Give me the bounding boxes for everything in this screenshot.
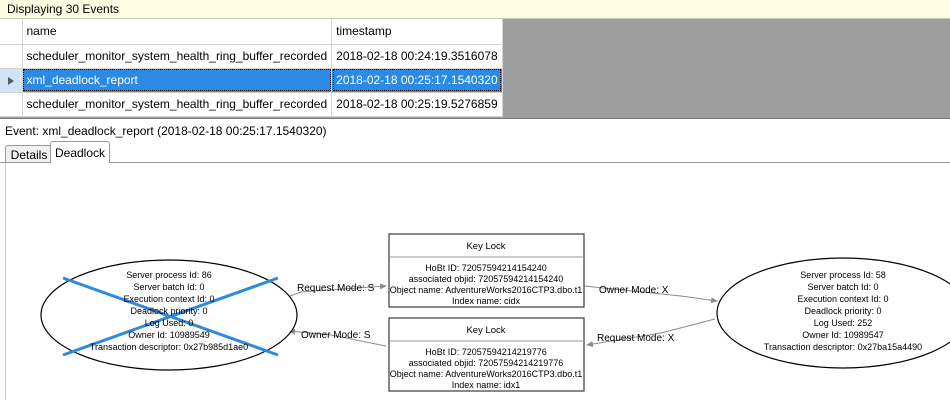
events-table: name timestamp scheduler_monitor_system_… [0, 19, 503, 117]
tab-details[interactable]: Details [5, 145, 53, 163]
edge-left-owner-bottom: Owner Mode: S [288, 328, 387, 347]
cell-name[interactable]: scheduler_monitor_system_health_ring_buf… [22, 92, 333, 117]
process-left-line-2: Execution context Id: 0 [123, 294, 214, 304]
edge-label-right-request-bottom: Request Mode: X [597, 333, 675, 344]
event-detail-header: Event: xml_deadlock_report (2018-02-18 0… [0, 120, 950, 141]
edge-label-left-owner-bottom: Owner Mode: S [301, 330, 371, 341]
key-lock-bottom-line-3: Index name: idx1 [452, 380, 521, 390]
deadlock-graph-canvas[interactable]: Request Mode: S Owner Mode: X Owner Mode… [5, 163, 950, 400]
cell-name[interactable]: xml_deadlock_report [22, 68, 333, 93]
process-right-line-0: Server process Id: 58 [800, 270, 886, 280]
tab-deadlock[interactable]: Deadlock [50, 141, 110, 163]
process-left-line-1: Server batch Id: 0 [133, 282, 204, 292]
process-node-left[interactable]: Server process Id: 86 Server batch Id: 0… [40, 259, 298, 371]
key-lock-bottom-line-0: HoBt ID: 72057594214219776 [425, 347, 547, 357]
cell-timestamp[interactable]: 2018-02-18 00:24:19.3516078 [331, 44, 503, 69]
process-right-line-4: Log Used: 252 [814, 318, 873, 328]
row-arrow-icon [7, 76, 14, 85]
key-lock-top-line-0: HoBt ID: 72057594214154240 [425, 263, 547, 273]
deadlock-graph-panel[interactable]: Request Mode: S Owner Mode: X Owner Mode… [0, 162, 950, 400]
column-header-timestamp[interactable]: timestamp [331, 19, 503, 45]
process-left-line-4: Log Used: 0 [145, 318, 194, 328]
events-grid[interactable]: name timestamp scheduler_monitor_system_… [0, 19, 950, 119]
cell-timestamp[interactable]: 2018-02-18 00:25:17.1540320 [331, 68, 503, 93]
deadlock-graph-svg: Request Mode: S Owner Mode: X Owner Mode… [40, 233, 950, 392]
detail-tabstrip: Details Deadlock [0, 141, 950, 163]
key-lock-bottom-line-2: Object name: AdventureWorks2016CTP3.dbo.… [390, 369, 582, 379]
table-row[interactable]: xml_deadlock_report 2018-02-18 00:25:17.… [0, 68, 503, 93]
edge-right-request-bottom: Request Mode: X [586, 318, 716, 348]
event-detail-header-text: Event: xml_deadlock_report (2018-02-18 0… [5, 123, 327, 138]
key-lock-top-line-1: associated objid: 72057594214154240 [409, 274, 564, 284]
process-right-line-2: Execution context Id: 0 [797, 294, 888, 304]
row-selector-cell[interactable] [0, 44, 23, 69]
resource-node-key-lock-top[interactable]: Key Lock HoBt ID: 72057594214154240 asso… [388, 233, 585, 308]
cell-name[interactable]: scheduler_monitor_system_health_ring_buf… [22, 44, 333, 69]
key-lock-bottom-line-1: associated objid: 72057594214219776 [409, 358, 564, 368]
row-selector-cell[interactable] [0, 92, 23, 117]
process-left-line-6: Transaction descriptor: 0x27b985d1ae0 [90, 342, 248, 352]
process-right-line-5: Owner Id: 10989547 [802, 330, 884, 340]
column-header-name[interactable]: name [22, 19, 333, 45]
key-lock-top-line-3: Index name: cidx [452, 296, 521, 306]
edge-right-owner-top: Owner Mode: X [583, 285, 718, 304]
key-lock-top-line-2: Object name: AdventureWorks2016CTP3.dbo.… [390, 285, 582, 295]
process-left-line-3: Deadlock priority: 0 [130, 306, 207, 316]
edge-label-left-request-top: Request Mode: S [297, 283, 375, 294]
table-header-row: name timestamp [0, 19, 503, 45]
process-right-line-3: Deadlock priority: 0 [804, 306, 881, 316]
row-selector-header [0, 19, 23, 45]
process-node-right[interactable]: Server process Id: 58 Server batch Id: 0… [716, 257, 950, 369]
events-banner: Displaying 30 Events [0, 0, 950, 19]
edge-left-request-top: Request Mode: S [276, 283, 387, 302]
row-selector-cell[interactable] [0, 68, 23, 93]
resource-node-key-lock-bottom[interactable]: Key Lock HoBt ID: 72057594214219776 asso… [388, 317, 585, 392]
key-lock-top-title: Key Lock [466, 241, 505, 252]
process-right-line-1: Server batch Id: 0 [807, 282, 878, 292]
victim-cross-icon [62, 276, 279, 357]
table-row[interactable]: scheduler_monitor_system_health_ring_buf… [0, 92, 503, 117]
edge-label-right-owner-top: Owner Mode: X [599, 285, 669, 296]
key-lock-bottom-title: Key Lock [466, 325, 505, 336]
process-right-line-6: Transaction descriptor: 0x27ba15a4490 [764, 342, 922, 352]
cell-timestamp[interactable]: 2018-02-18 00:25:19.5276859 [331, 92, 503, 117]
process-left-line-0: Server process Id: 86 [126, 270, 212, 280]
process-left-line-5: Owner Id: 10989549 [128, 330, 210, 340]
table-row[interactable]: scheduler_monitor_system_health_ring_buf… [0, 44, 503, 69]
events-banner-text: Displaying 30 Events [7, 2, 120, 16]
